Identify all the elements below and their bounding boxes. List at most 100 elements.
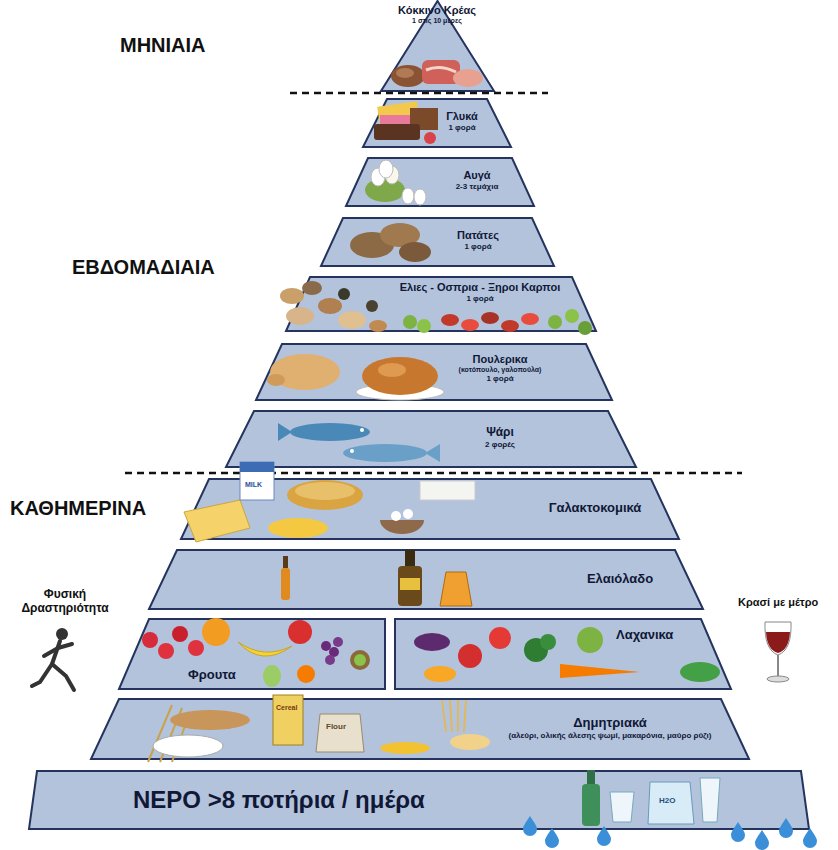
eggs-drawing xyxy=(365,178,405,202)
vegetable-drawing xyxy=(458,644,482,668)
band-note: 1 στις 10 μέρες xyxy=(398,17,476,25)
band-title: Ψάρι xyxy=(485,426,515,440)
band-title: Γαλακτοκομικά xyxy=(549,501,642,516)
band-shape xyxy=(225,410,637,468)
olive-oil-drawing xyxy=(398,566,422,606)
sweets-drawing xyxy=(374,124,420,140)
grain-drawing xyxy=(380,742,430,754)
band-text-group: Ελιες - Οσπρια - Ξηροι Καρποι1 φορά xyxy=(400,281,560,303)
dairy-drawing xyxy=(295,482,355,500)
legumes-nuts-drawing xyxy=(338,311,366,329)
meat-drawing xyxy=(426,67,456,72)
fruit-drawing xyxy=(288,620,312,644)
fish-drawing xyxy=(290,423,370,441)
band-text-group: Ψάρι2 φορές xyxy=(485,426,515,449)
grain-drawing xyxy=(273,695,303,745)
package-label: H2O xyxy=(659,796,675,805)
band-outline xyxy=(119,619,385,689)
legumes-nuts-drawing xyxy=(318,298,342,314)
grain-drawing xyxy=(450,734,490,750)
water-drop xyxy=(755,830,769,850)
band-outline xyxy=(149,550,703,609)
legumes-nuts-drawing xyxy=(521,313,539,325)
fruit-drawing xyxy=(354,654,366,666)
legumes-nuts-drawing xyxy=(369,320,387,332)
fruit-drawing xyxy=(321,641,331,651)
band-text-group: Γαλακτοκομικά xyxy=(549,501,642,516)
water-drawing xyxy=(648,782,694,824)
band-outline xyxy=(381,1,494,91)
food-band: Δημητριακά(αλεύρι, ολικής άλεσης ψωμί, μ… xyxy=(90,698,750,760)
food-band: Αυγά2-3 τεμάχια xyxy=(345,157,535,207)
wine-glass xyxy=(767,676,789,682)
food-band: ΝΕΡΟ >8 ποτήρια / ημέρα xyxy=(28,770,810,830)
wine-glass xyxy=(765,622,791,655)
band-title: ΝΕΡΟ >8 ποτήρια / ημέρα xyxy=(133,786,425,814)
wine-glass xyxy=(777,655,779,678)
dairy-drawing xyxy=(240,462,274,472)
food-band: Πατάτες1 φορά xyxy=(320,217,555,267)
fruit-drawing xyxy=(297,665,315,683)
food-band: Ελαιόλαδο xyxy=(148,549,704,610)
side-note: Κρασί με μέτρο xyxy=(738,596,818,609)
fruit-drawing xyxy=(158,643,174,659)
poultry-drawing xyxy=(267,374,285,386)
vegetable-drawing xyxy=(577,627,603,653)
package-label: MILK xyxy=(245,481,262,489)
dairy-drawing xyxy=(391,511,401,521)
food-band: Κόκκινο Κρέας1 στις 10 μέρες xyxy=(380,0,495,92)
band-title: Αυγά xyxy=(456,169,499,182)
band-outline xyxy=(91,699,749,759)
band-shape xyxy=(394,618,732,690)
wine-glass xyxy=(766,632,790,653)
fruit-drawing xyxy=(142,632,158,648)
dairy-drawing xyxy=(420,481,475,500)
meat-drawing xyxy=(396,68,414,78)
band-title: Πουλερικα xyxy=(459,353,542,366)
poultry-drawing xyxy=(362,357,438,395)
legumes-nuts-drawing xyxy=(548,315,562,329)
legumes-nuts-drawing xyxy=(280,288,304,304)
runner-figure xyxy=(44,644,72,656)
band-shape xyxy=(362,98,512,148)
olive-oil-drawing xyxy=(405,550,415,566)
band-text-group: Λαχανικα xyxy=(616,628,673,643)
grain-drawing xyxy=(170,710,250,730)
sweets-drawing xyxy=(424,132,436,144)
band-title: Δημητριακά xyxy=(509,716,712,731)
water-drawing xyxy=(610,792,634,822)
food-band: Ελιες - Οσπρια - Ξηροι Καρποι1 φορά xyxy=(285,276,597,332)
band-shape xyxy=(90,698,750,760)
legumes-nuts-drawing xyxy=(302,281,322,295)
legumes-nuts-drawing xyxy=(578,321,592,335)
water-drawing xyxy=(700,778,720,822)
band-title: Γλυκά xyxy=(446,110,478,123)
runner-figure xyxy=(32,664,74,690)
band-text-group: Κόκκινο Κρέας1 στις 10 μέρες xyxy=(398,4,476,25)
legumes-nuts-drawing xyxy=(461,319,479,331)
legumes-nuts-drawing xyxy=(403,315,417,329)
fruit-drawing xyxy=(188,640,204,656)
band-shape xyxy=(345,157,535,207)
legumes-nuts-drawing xyxy=(481,312,499,324)
band-note: 1 φορά xyxy=(459,374,542,383)
food-band: Πουλερικα(κοτόπουλο, γαλοπούλα)1 φορά xyxy=(255,343,613,401)
dairy-drawing xyxy=(403,509,413,519)
fruit-drawing xyxy=(172,626,188,642)
meat-drawing xyxy=(453,69,483,87)
fish-drawing xyxy=(350,449,354,453)
legumes-nuts-drawing xyxy=(338,288,350,300)
fruit-drawing xyxy=(263,665,281,687)
band-outline xyxy=(286,277,596,331)
runner-figure xyxy=(32,628,74,690)
band-title: Κόκκινο Κρέας xyxy=(398,4,476,17)
band-outline xyxy=(29,771,809,829)
poultry-drawing xyxy=(378,363,406,377)
divider-line xyxy=(125,472,742,475)
band-text-group: Γλυκά1 φορά xyxy=(446,110,478,132)
vegetable-drawing xyxy=(414,633,450,651)
side-note: Φυσική Δραστηριότητα xyxy=(15,588,115,616)
dairy-drawing xyxy=(240,462,274,500)
band-title: Πατάτες xyxy=(457,229,499,242)
